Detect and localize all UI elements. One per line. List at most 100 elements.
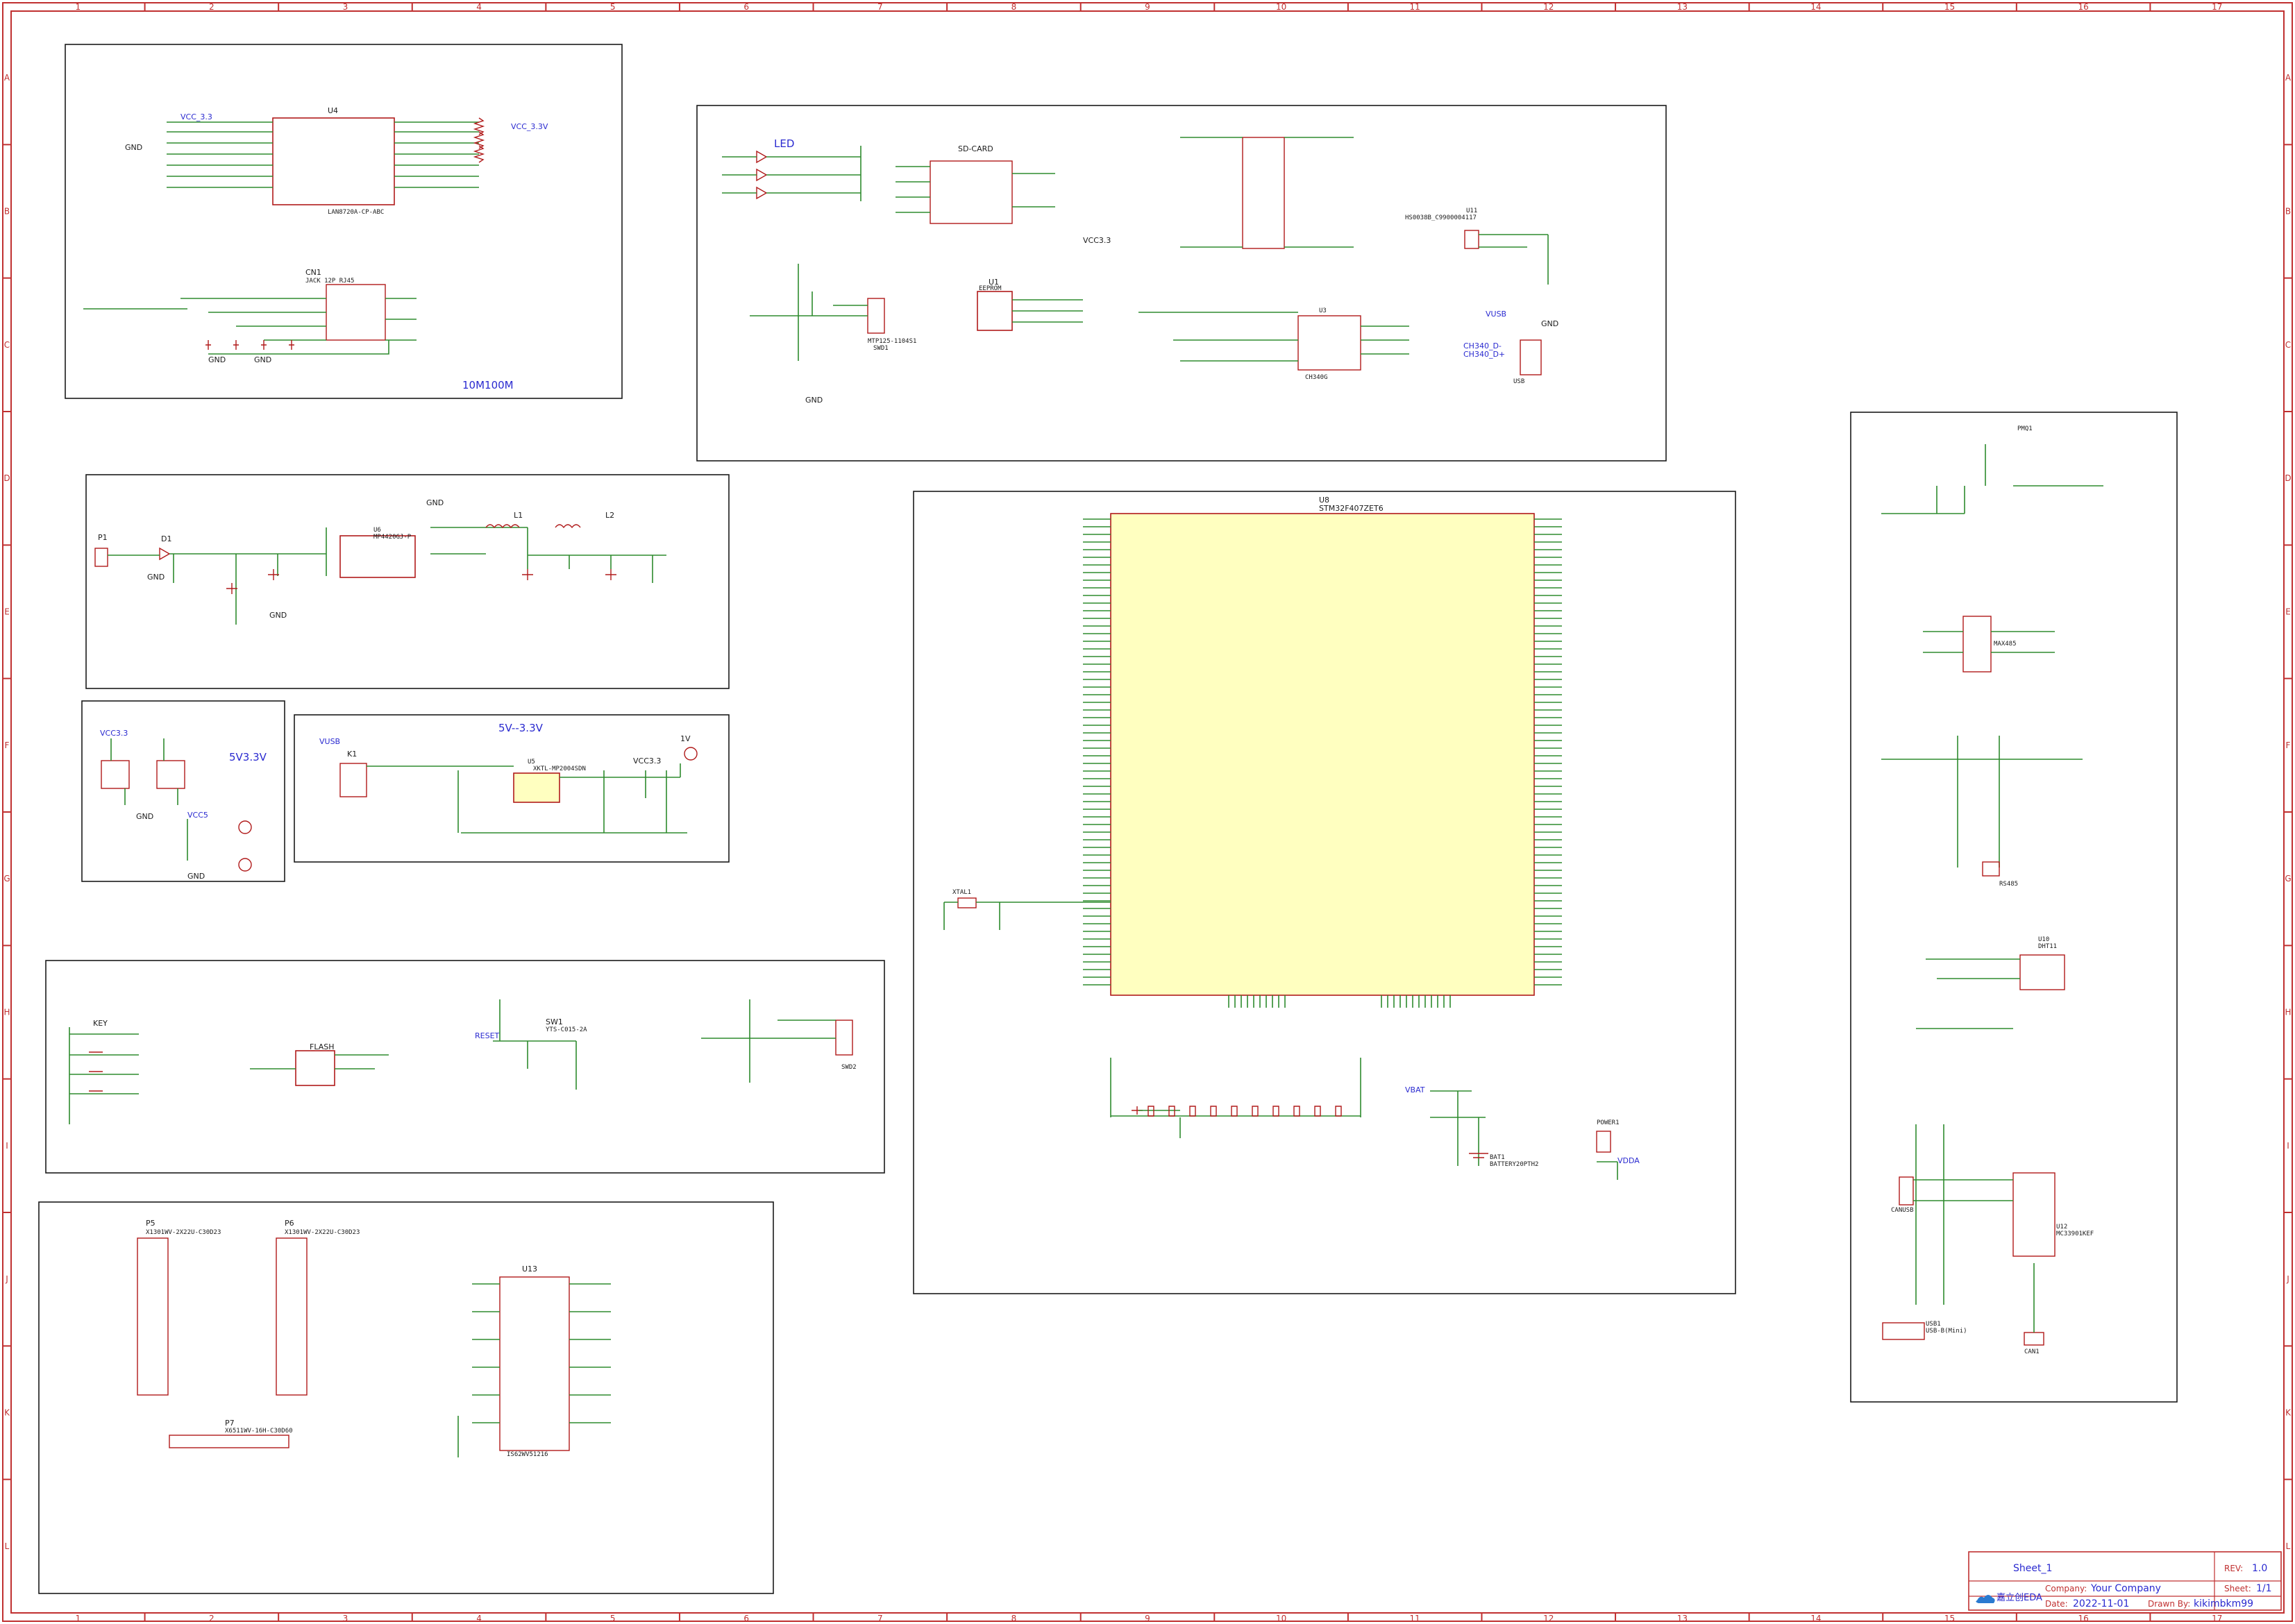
tb-company-label: Company: [2045, 1584, 2087, 1593]
frame-row-label: G [3, 874, 10, 883]
frame-row-label: H [3, 1008, 10, 1017]
ch340g-chip[interactable] [1297, 315, 1361, 371]
stm32-chip[interactable] [1110, 513, 1535, 996]
frame-row-label: G [2285, 874, 2291, 883]
ch340-dm: CH340_D- [1463, 341, 1502, 350]
flash-chip[interactable] [295, 1050, 335, 1086]
key-title: KEY [93, 1019, 108, 1028]
usb-mini-socket[interactable] [1520, 339, 1542, 375]
sd-card-socket[interactable] [930, 160, 1013, 224]
vbat-net: VBAT [1405, 1085, 1425, 1094]
title-block: Sheet_1 REV: 1.0 Company: Your Company S… [1968, 1551, 2282, 1611]
frame-col-label: 13 [1677, 1614, 1688, 1623]
svg-text:GND: GND [805, 396, 823, 405]
frame-row-label: H [2285, 1008, 2291, 1017]
svg-text:GND: GND [426, 498, 444, 507]
frame-row-label: B [2285, 207, 2291, 217]
frame-col-label: 12 [1543, 1614, 1554, 1623]
power-jack[interactable] [94, 548, 108, 567]
frame-col-label: 6 [743, 1614, 749, 1623]
frame-row-label: F [5, 741, 10, 750]
header-p5[interactable] [137, 1237, 169, 1396]
frame-row-label: A [4, 73, 10, 83]
frame-col-label: 12 [1543, 2, 1554, 12]
header-p7[interactable] [169, 1435, 289, 1448]
xtal1[interactable] [957, 897, 977, 908]
frame-col-label: 16 [2078, 1614, 2088, 1623]
d1-ref: D1 [161, 534, 171, 543]
block-5v-3v3: 5V3.3V VCC3.3 VCC5 GND GND [81, 700, 285, 882]
mp4420-chip[interactable] [339, 535, 416, 578]
p5-ref: P5 [146, 1219, 155, 1228]
frame-col-label: 2 [209, 1614, 215, 1623]
ldo-chip[interactable] [513, 772, 560, 803]
block-ldo: 5V--3.3V VUSB K1 U5 XKTL-MP2004SDN VCC3.… [294, 714, 730, 863]
svg-text:VCC3.3: VCC3.3 [633, 756, 661, 766]
pmq-ref: PMQ1 [2017, 425, 2033, 432]
dht11-ref: U10 [2038, 936, 2049, 943]
mp4420-ref: U6 [373, 527, 381, 534]
tb-rev: 1.0 [2252, 1563, 2267, 1574]
power1-ref: POWER1 [1597, 1119, 1620, 1126]
svg-text:VCC_3.3V: VCC_3.3V [511, 122, 548, 131]
tb-rev-label: REV: [2224, 1564, 2243, 1573]
ch340g-name: CH340G [1305, 374, 1328, 381]
can-chip-name: MC33901KEF [2056, 1230, 2094, 1237]
usb1-ref: USB1 [1926, 1321, 1941, 1328]
block-keys: KEY FLASH RESET SW1 YTS-C015-2A SWD2 [45, 960, 885, 1174]
swd2-header[interactable] [835, 1020, 853, 1056]
frame-col-label: 15 [1944, 1614, 1955, 1623]
rj45-name: JACK 12P RJ45 [305, 278, 354, 285]
svg-text:VCC_3.3: VCC_3.3 [180, 112, 212, 121]
can-terminal[interactable] [2024, 1332, 2044, 1346]
frame-row-label: E [2285, 607, 2291, 617]
svg-text:GND: GND [1541, 319, 1558, 328]
block-power: P1 D1 U6 MP4420GJ-P L1 L2 GND GND GND [85, 474, 730, 689]
vusb-label: VUSB [1486, 310, 1506, 319]
frame-col-label: 11 [1410, 2, 1420, 12]
header-p6[interactable] [276, 1237, 308, 1396]
batt-name: BATTERY20PTH2 [1490, 1161, 1538, 1168]
switch-k1[interactable] [339, 763, 367, 797]
sram-chip[interactable] [499, 1276, 570, 1451]
frame-row-label: C [2285, 340, 2291, 350]
max485-chip[interactable] [1962, 616, 1992, 673]
frame-col-label: 8 [1011, 2, 1017, 12]
rs485-terminal[interactable] [1982, 861, 2000, 877]
frame-row-label: K [4, 1408, 10, 1418]
ch340g-ref: U3 [1319, 307, 1327, 314]
tb-drawn-label: Drawn By: [2148, 1599, 2190, 1609]
block-led-sd-usb: LED SD-CARD MTP125-1104S1 SWD1 U1 EEPROM… [696, 105, 1667, 462]
frame-col-label: 17 [2212, 1614, 2222, 1623]
frame-row-label: L [2286, 1541, 2291, 1551]
p2-header[interactable] [101, 760, 130, 789]
lan8720-chip[interactable] [272, 117, 395, 205]
frame-row-label: C [4, 340, 10, 350]
tb-drawn: kikimbkm99 [2194, 1598, 2253, 1609]
frame-col-label: 2 [209, 2, 215, 12]
frame-row-label: J [5, 1274, 8, 1284]
vdda-net: VDDA [1617, 1156, 1640, 1165]
mcu-interface-chip[interactable] [1242, 137, 1285, 249]
ir-receiver[interactable] [1464, 230, 1479, 249]
dht11-sensor[interactable] [2019, 954, 2065, 990]
usb1-socket[interactable] [1882, 1322, 1925, 1340]
sram-name: IS62WV51216 [507, 1451, 548, 1458]
power1-header[interactable] [1596, 1131, 1611, 1153]
p6-name: X1301WV-2X22U-C30D23 [285, 1229, 360, 1236]
canusb-header[interactable] [1899, 1176, 1914, 1206]
eeprom-chip[interactable] [977, 291, 1013, 331]
mcu-name: STM32F407ZET6 [1319, 504, 1384, 513]
can-ref: CAN1 [2024, 1348, 2040, 1355]
frame-col-label: 15 [1944, 2, 1955, 12]
mcu-ref: U8 [1319, 496, 1329, 505]
can-chip[interactable] [2012, 1172, 2056, 1257]
rj45-jack[interactable] [326, 284, 386, 341]
swd1-header[interactable] [867, 298, 885, 334]
p3-header[interactable] [156, 760, 185, 789]
svg-text:VCC3.3: VCC3.3 [1083, 236, 1111, 245]
frame-col-label: 9 [1145, 2, 1150, 12]
block-ethernet: U4 LAN8720A-CP-ABC VCC_3.3V CN1 JACK 12P… [65, 44, 623, 399]
